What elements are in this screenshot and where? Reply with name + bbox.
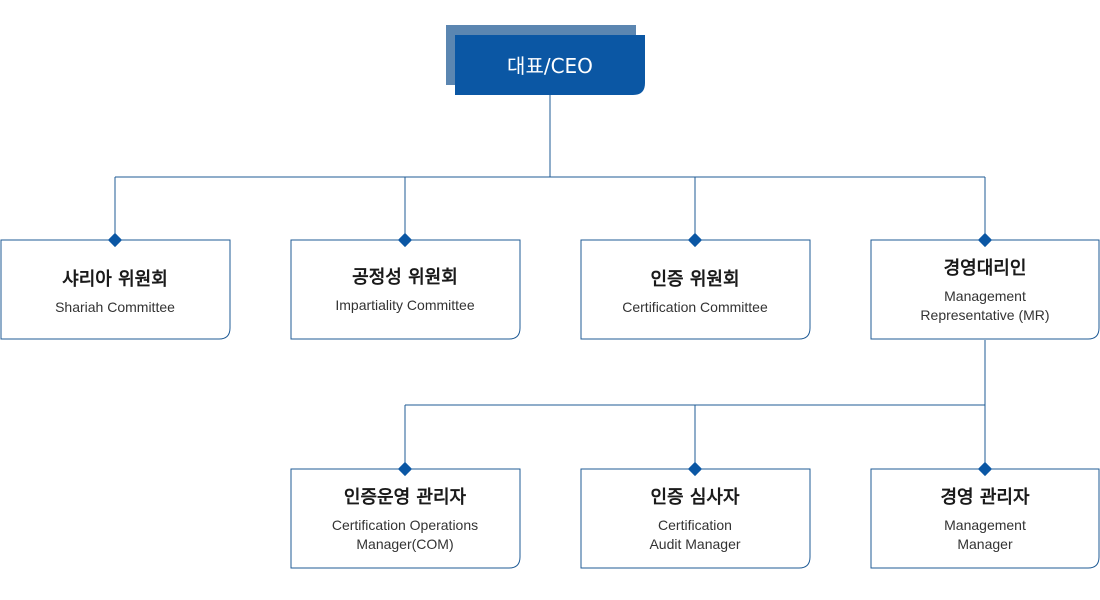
ceo-box bbox=[455, 35, 645, 95]
manager-node-auditor: 인증 심사자 Certification Audit Manager bbox=[580, 461, 811, 569]
manager-subtitle-line1: Certification bbox=[658, 517, 732, 533]
manager-subtitle-line2: Audit Manager bbox=[649, 536, 740, 552]
committee-subtitle: Impartiality Committee bbox=[335, 297, 474, 313]
connector-diamond bbox=[977, 461, 993, 477]
committee-box bbox=[0, 239, 231, 340]
connector-diamond bbox=[687, 461, 703, 477]
manager-title: 인증 심사자 bbox=[650, 487, 740, 508]
manager-node-management: 경영 관리자 Management Manager bbox=[870, 461, 1100, 569]
connector-diamond bbox=[687, 232, 703, 248]
connector-diamond bbox=[977, 232, 993, 248]
manager-title: 경영 관리자 bbox=[940, 487, 1030, 508]
committee-node-impartiality: 공정성 위원회 Impartiality Committee bbox=[290, 232, 521, 340]
manager-subtitle-line1: Certification Operations bbox=[332, 517, 478, 533]
committee-title: 공정성 위원회 bbox=[352, 267, 458, 288]
committee-subtitle-line1: Management bbox=[944, 288, 1026, 304]
manager-title: 인증운영 관리자 bbox=[344, 487, 467, 508]
committee-subtitle: Shariah Committee bbox=[55, 299, 175, 315]
manager-subtitle-line2: Manager bbox=[957, 536, 1013, 552]
ceo-node: 대표/CEO bbox=[446, 25, 645, 95]
committee-title: 샤리아 위원회 bbox=[62, 269, 168, 290]
manager-row: 인증운영 관리자 Certification Operations Manage… bbox=[290, 461, 1100, 569]
connector-diamond bbox=[397, 461, 413, 477]
committee-box bbox=[870, 239, 1100, 340]
connector-diamond bbox=[397, 232, 413, 248]
committee-box bbox=[290, 239, 521, 340]
committee-row: 샤리아 위원회 Shariah Committee 공정성 위원회 Impart… bbox=[0, 232, 1100, 340]
manager-subtitle-line1: Management bbox=[944, 517, 1026, 533]
committee-box bbox=[580, 239, 811, 340]
manager-box bbox=[580, 468, 811, 569]
committee-subtitle: Certification Committee bbox=[622, 299, 768, 315]
committee-title: 경영대리인 bbox=[944, 258, 1027, 279]
committee-node-mr: 경영대리인 Management Representative (MR) bbox=[870, 232, 1100, 340]
committee-subtitle-line2: Representative (MR) bbox=[920, 307, 1049, 323]
manager-subtitle-line2: Manager(COM) bbox=[356, 536, 453, 552]
committee-node-shariah: 샤리아 위원회 Shariah Committee bbox=[0, 232, 231, 340]
manager-box bbox=[290, 468, 521, 569]
connector-lines bbox=[114, 95, 986, 469]
ceo-label: 대표/CEO bbox=[507, 54, 593, 78]
manager-node-com: 인증운영 관리자 Certification Operations Manage… bbox=[290, 461, 521, 569]
committee-node-certification: 인증 위원회 Certification Committee bbox=[580, 232, 811, 340]
manager-box bbox=[870, 468, 1100, 569]
committee-title: 인증 위원회 bbox=[650, 269, 739, 290]
